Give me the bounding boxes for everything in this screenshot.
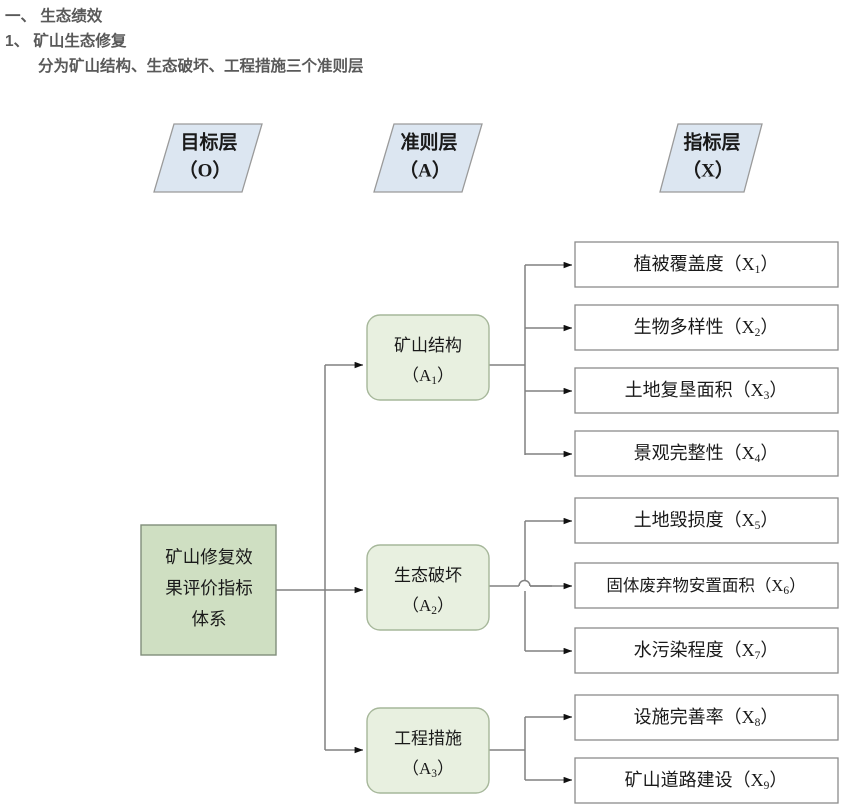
layer-header-indicator: 指标层 （X） (659, 123, 763, 193)
layer-header-indicator-code: （X） (682, 158, 734, 181)
heading-line-1: 一、 生态绩效 (5, 8, 103, 25)
indicator-node-x3-label: 土地复垦面积（X3） (625, 380, 788, 402)
criteria-node-a3-title: 工程措施 (394, 729, 462, 748)
indicator-node-x2[interactable]: 生物多样性（X2） (574, 304, 839, 351)
criteria-node-a3[interactable]: 工程措施 （A3） (366, 707, 490, 794)
goal-node-line1: 矿山修复效 (165, 547, 253, 567)
connector-a3-to-indicators (489, 713, 573, 784)
indicator-node-x1[interactable]: 植被覆盖度（X1） (574, 241, 839, 288)
indicator-node-x7-label: 水污染程度（X7） (634, 640, 779, 662)
heading-block: 一、 生态绩效 1、 矿山生态修复 分为矿山结构、生态破坏、工程措施三个准则层 (0, 0, 850, 79)
connector-a1-to-indicators (489, 261, 573, 458)
indicator-node-x9-label: 矿山道路建设（X9） (625, 770, 788, 792)
indicator-node-x6[interactable]: 固体废弃物安置面积（X6） (574, 562, 839, 609)
goal-node-line2: 果评价指标 (165, 578, 253, 598)
criteria-node-a1-code: （A1） (402, 366, 454, 387)
indicator-node-x9[interactable]: 矿山道路建设（X9） (574, 757, 839, 804)
indicator-node-x1-label: 植被覆盖度（X1） (634, 254, 779, 276)
layer-header-criteria-code: （A） (399, 158, 451, 181)
hierarchy-diagram: 目标层 （O） 准则层 （A） 指标层 （X） (0, 100, 850, 811)
indicator-node-x3[interactable]: 土地复垦面积（X3） (574, 367, 839, 414)
criteria-node-a2-code: （A2） (402, 596, 454, 617)
heading-line-3: 分为矿山结构、生态破坏、工程措施三个准则层 (38, 58, 364, 75)
criteria-node-a2-title: 生态破坏 (394, 566, 462, 585)
connector-goal-to-criteria (276, 361, 364, 754)
indicator-node-x5-label: 土地毁损度（X5） (634, 510, 779, 532)
layer-header-criteria: 准则层 （A） (373, 123, 483, 193)
goal-node[interactable]: 矿山修复效 果评价指标 体系 (140, 524, 277, 656)
indicator-node-x6-label: 固体废弃物安置面积（X6） (606, 576, 805, 597)
indicator-node-x2-label: 生物多样性（X2） (634, 317, 779, 339)
layer-header-goal: 目标层 （O） (153, 123, 263, 193)
indicator-node-x8[interactable]: 设施完善率（X8） (574, 694, 839, 741)
indicator-node-x5[interactable]: 土地毁损度（X5） (574, 497, 839, 544)
criteria-node-a3-code: （A3） (402, 759, 454, 780)
heading-line-2: 1、 矿山生态修复 (5, 33, 127, 50)
criteria-node-a1[interactable]: 矿山结构 （A1） (366, 314, 490, 401)
layer-header-indicator-title: 指标层 (683, 131, 740, 153)
goal-node-line3: 体系 (192, 609, 227, 629)
indicator-node-x4[interactable]: 景观完整性（X4） (574, 430, 839, 477)
indicator-node-x4-label: 景观完整性（X4） (634, 443, 779, 465)
criteria-node-a2[interactable]: 生态破坏 （A2） (366, 544, 490, 631)
layer-header-criteria-title: 准则层 (400, 131, 457, 153)
layer-header-goal-title: 目标层 (180, 131, 237, 153)
criteria-node-a1-title: 矿山结构 (394, 336, 462, 355)
connector-a2-to-indicators (489, 517, 573, 655)
layer-header-goal-code: （O） (179, 158, 232, 181)
indicator-node-x7[interactable]: 水污染程度（X7） (574, 627, 839, 674)
indicator-node-x8-label: 设施完善率（X8） (634, 707, 779, 729)
